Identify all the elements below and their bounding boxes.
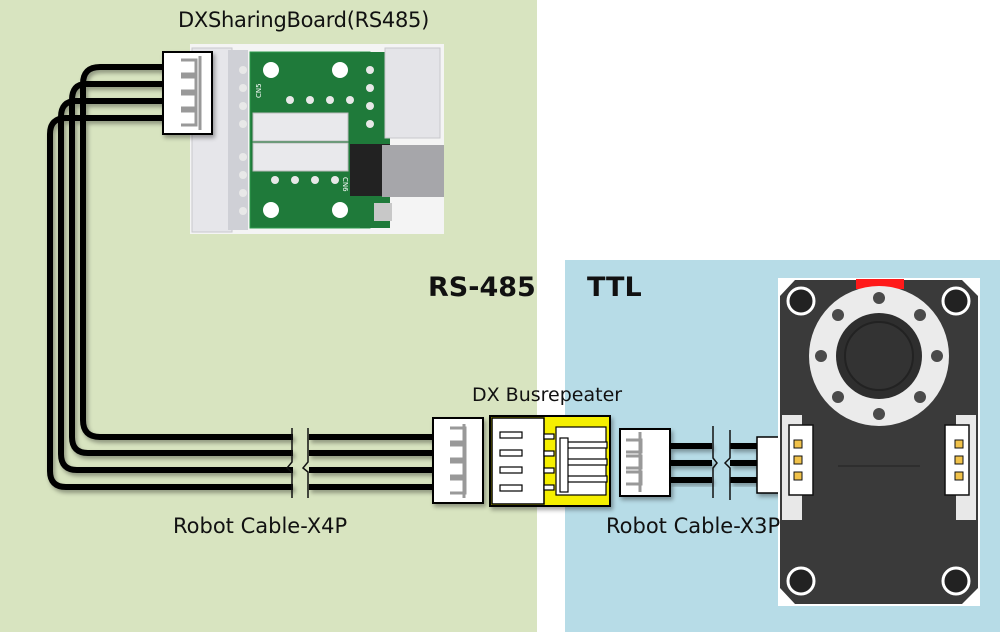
servo-port-left xyxy=(788,424,814,496)
board-4p-connector xyxy=(162,51,213,135)
label-cn5: CN5 xyxy=(255,83,263,98)
label-cn6: CN6 xyxy=(341,177,349,192)
servo-indicator-red xyxy=(856,279,904,289)
robot-cable-x3p xyxy=(670,443,770,483)
servo-port-right xyxy=(944,424,970,496)
cable-wire-3 xyxy=(58,98,293,473)
dx-busrepeater xyxy=(489,415,611,507)
cable-x3p-connector xyxy=(619,428,671,497)
cable-x4p-connector xyxy=(432,417,484,504)
cable-break-mark-4p xyxy=(285,428,309,498)
ttl-label: TTL xyxy=(587,272,642,303)
dx-sharing-board: CN5 CN6 xyxy=(190,44,444,234)
sharing-board-label: DXSharingBoard(RS485) xyxy=(178,8,429,32)
cable-wire-1 xyxy=(80,64,293,440)
cable-wire-4 xyxy=(47,115,293,490)
cable-x3p-label: Robot Cable-X3P xyxy=(606,514,781,538)
busrepeater-label: DX Busrepeater xyxy=(472,384,623,406)
robot-cable-x4p xyxy=(47,64,437,490)
cable-x4p-label: Robot Cable-X4P xyxy=(173,514,348,538)
dynamixel-servo xyxy=(778,278,980,606)
cable-break-mark-3p xyxy=(712,426,731,500)
rs485-label: RS-485 xyxy=(428,272,536,303)
cable-wire-2 xyxy=(69,81,293,456)
